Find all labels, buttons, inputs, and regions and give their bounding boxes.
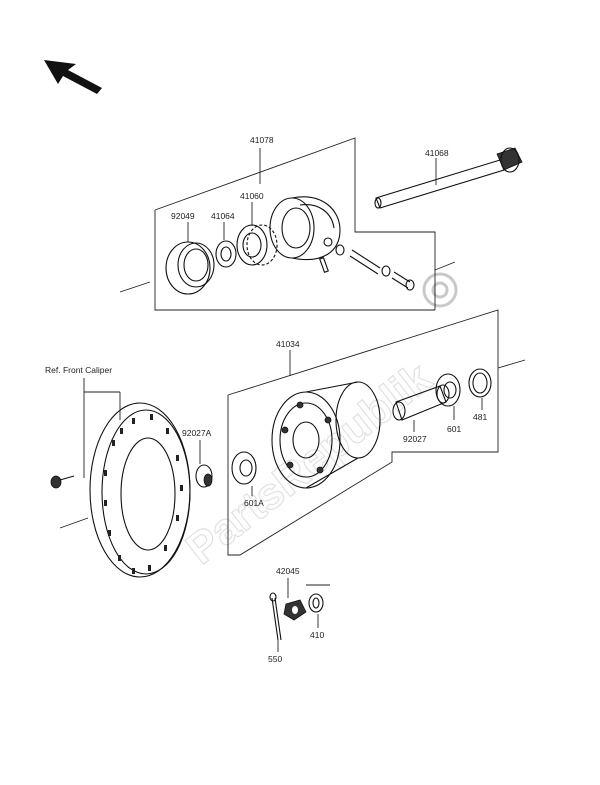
callout-41068: 41068: [425, 148, 449, 158]
callout-41064: 41064: [211, 211, 235, 221]
part-41034-hub: [271, 381, 381, 489]
part-410-washer: [308, 593, 324, 613]
part-41068-axle: [374, 147, 523, 209]
callout-601A: 601A: [244, 498, 264, 508]
callout-41078: 41078: [250, 135, 274, 145]
part-92027-spacer: [392, 384, 450, 421]
callout-ref-front-caliper: Ref. Front Caliper: [45, 365, 112, 375]
callout-92049: 92049: [171, 211, 195, 221]
callout-601: 601: [447, 424, 461, 434]
watermark-text: PartsRepublik: [177, 353, 441, 574]
callout-42045: 42045: [276, 566, 300, 576]
part-550-cotter-pin: [269, 592, 282, 641]
brake-disc: [50, 378, 191, 578]
callout-481: 481: [473, 412, 487, 422]
gear-icon: [422, 272, 458, 308]
callout-92027A: 92027A: [182, 428, 212, 438]
callout-41034: 41034: [276, 339, 300, 349]
callout-41060: 41060: [240, 191, 264, 201]
direction-arrow-icon: [44, 60, 102, 94]
callout-92027: 92027: [403, 434, 427, 444]
callout-410: 410: [310, 630, 324, 640]
part-41060-coupling: [236, 224, 278, 266]
part-small-hardware: [319, 244, 415, 291]
part-disc-bolt: [50, 475, 75, 489]
part-92027A-collar: [195, 464, 213, 488]
part-42045-nut: [283, 599, 307, 621]
hub-assembly: [195, 309, 526, 556]
part-601A-bearing: [231, 451, 257, 485]
final-drive-assembly: [119, 137, 456, 311]
part-41064-ring: [215, 240, 237, 268]
part-601-bearing: [435, 373, 461, 407]
lower-hardware: [269, 578, 330, 652]
part-481-snap-ring: [468, 368, 492, 398]
part-final-drive-housing: [269, 196, 341, 260]
part-92049-seal: [165, 241, 215, 295]
callout-550: 550: [268, 654, 282, 664]
